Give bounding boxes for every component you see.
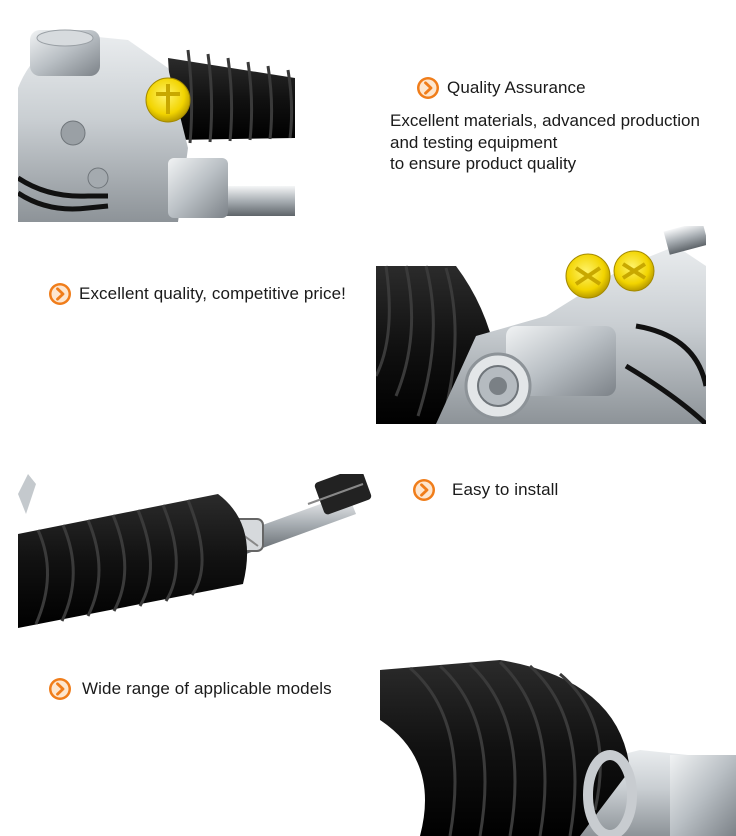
feature-quality-assurance: Quality Assurance Excellent materials, a… — [390, 76, 700, 175]
feature-description-line: Excellent materials, advanced production — [390, 111, 700, 130]
chevron-right-circle-icon — [416, 76, 440, 100]
chevron-right-circle-icon — [412, 478, 436, 502]
chevron-right-circle-icon — [48, 282, 72, 306]
product-photo-boot-closeup — [380, 660, 736, 836]
product-photo-boot-tie-rod — [18, 474, 378, 628]
feature-easy-install: Easy to install — [412, 478, 558, 502]
chevron-right-circle-icon — [48, 677, 72, 701]
feature-description: Excellent materials, advanced production… — [390, 110, 700, 175]
feature-quality-price: Excellent quality, competitive price! — [48, 282, 346, 306]
product-photo-boot-yellow-caps — [376, 226, 706, 424]
feature-applicable-models: Wide range of applicable models — [48, 677, 332, 701]
product-photo-valve-housing — [18, 28, 295, 222]
feature-title: Wide range of applicable models — [82, 679, 332, 698]
feature-description-line: to ensure product quality — [390, 154, 577, 173]
feature-description-line: and testing equipment — [390, 132, 558, 152]
feature-title: Excellent quality, competitive price! — [79, 284, 347, 303]
feature-title: Easy to install — [452, 480, 559, 499]
feature-title: Quality Assurance — [447, 78, 586, 97]
